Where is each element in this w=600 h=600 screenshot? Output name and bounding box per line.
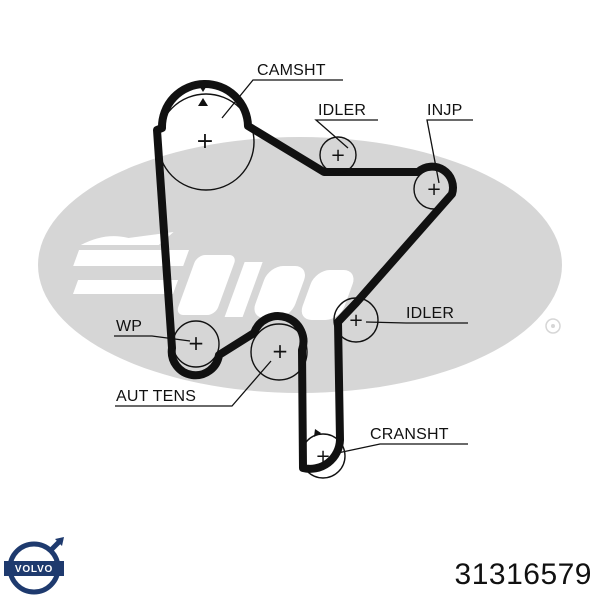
label-crankshaft: CRANSHT: [370, 426, 449, 443]
timing-belt: [153, 80, 457, 473]
label-auto-tensioner: AUT TENS: [116, 388, 196, 405]
crankshaft-leader: [332, 443, 468, 455]
label-injection-pump: INJP: [427, 102, 462, 119]
camshaft-leader: [221, 79, 343, 119]
water-pump-leader: [114, 335, 191, 342]
label-idler-mid: IDLER: [406, 305, 454, 322]
volvo-logo-text: VOLVO: [15, 564, 53, 575]
watermark-registered-mark: [545, 318, 561, 334]
crankshaft-pulley: +: [300, 429, 346, 479]
injection-pump-pulley: +: [413, 168, 455, 210]
part-number: 31316579: [454, 558, 592, 591]
leader-lines: [114, 79, 473, 455]
water-pump-center-mark: +: [188, 331, 205, 355]
label-idler-top: IDLER: [318, 102, 366, 119]
idler-mid-pulley: +: [333, 297, 379, 343]
idler-top-center-mark: +: [330, 145, 345, 166]
volvo-logo: VOLVO: [4, 537, 64, 595]
auto-tensioner-pulley: +: [250, 323, 308, 381]
injection-pump-center-mark: +: [426, 179, 441, 200]
idler-mid-leader: [365, 321, 468, 324]
watermark-wordmark: [72, 232, 354, 320]
camshaft-timing-mark-icon: [198, 84, 208, 92]
crankshaft-center-mark: +: [315, 446, 330, 467]
auto-tensioner-center-mark: +: [272, 339, 289, 363]
label-water-pump: WP: [116, 318, 142, 335]
auto-tensioner-leader: [115, 360, 272, 407]
crankshaft-timing-mark-icon: [314, 429, 321, 437]
label-camshaft: CAMSHT: [257, 62, 326, 79]
water-pump-pulley: +: [172, 320, 220, 368]
camshaft-center-mark: +: [196, 129, 214, 154]
idler-top-leader: [314, 119, 378, 149]
idler-mid-center-mark: +: [348, 310, 363, 331]
idler-top-pulley: +: [319, 136, 357, 174]
camshaft-pulley: +: [157, 84, 255, 191]
injection-pump-leader: [426, 119, 473, 184]
